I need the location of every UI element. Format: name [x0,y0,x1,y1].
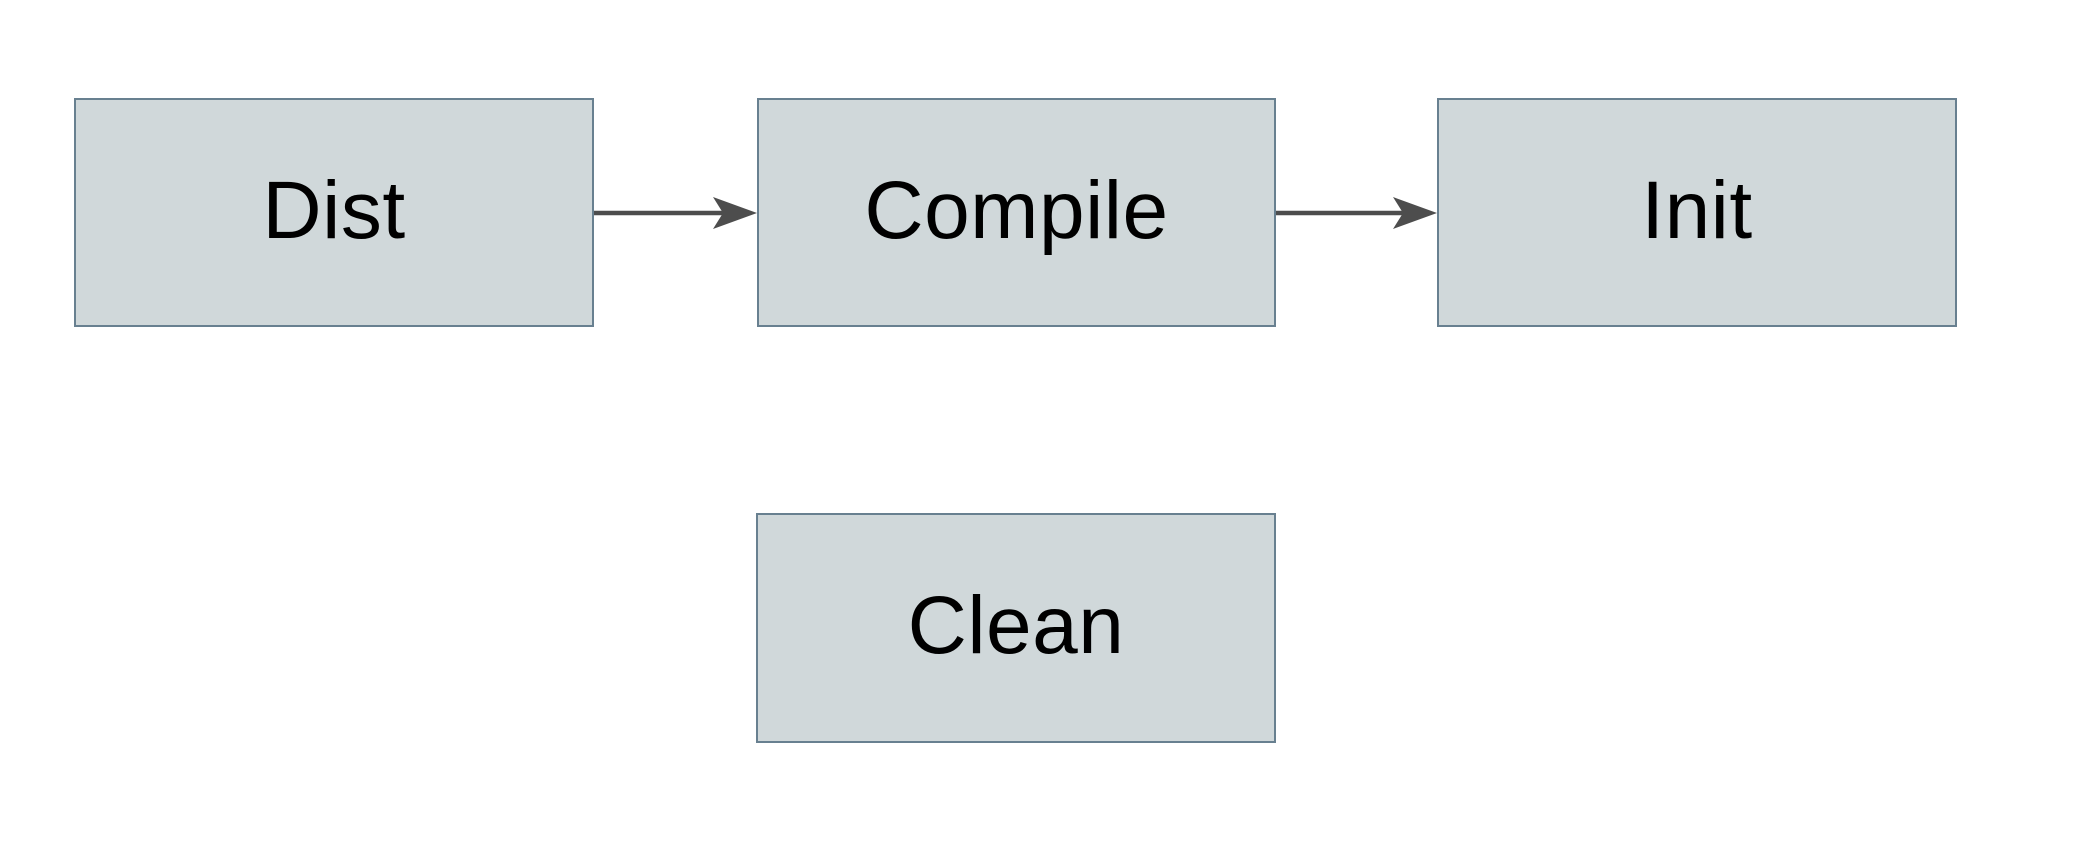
node-init-label: Init [1641,164,1753,256]
node-dist-label: Dist [262,164,406,256]
node-compile-label: Compile [864,164,1169,256]
node-dist[interactable]: Dist [74,98,594,327]
node-init[interactable]: Init [1437,98,1957,327]
arrow-compile-to-init [1276,197,1437,229]
node-clean[interactable]: Clean [756,513,1276,743]
arrow-dist-to-compile [594,197,757,229]
node-compile[interactable]: Compile [757,98,1276,327]
node-clean-label: Clean [907,580,1125,671]
